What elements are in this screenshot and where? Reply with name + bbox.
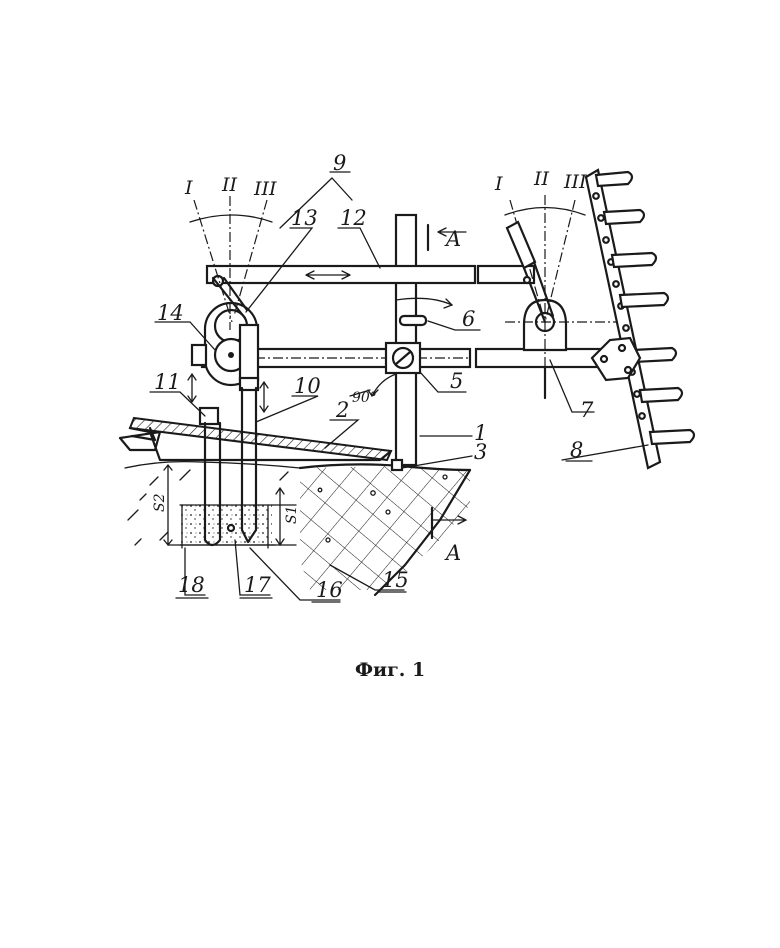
- part-label-11: 11: [154, 370, 181, 394]
- part-label-6: 6: [462, 307, 475, 331]
- detail-position-label-2: II: [533, 168, 550, 190]
- seed-furrow: [168, 505, 275, 548]
- detail-position-label-3: III: [563, 171, 587, 193]
- part-label-12: 12: [340, 206, 367, 230]
- part-label-16: 16: [316, 578, 343, 602]
- position-label-1: I: [184, 177, 193, 199]
- section-mark-bottom: A: [444, 541, 461, 565]
- part-label-14: 14: [157, 301, 184, 325]
- roller-housing: [192, 278, 258, 385]
- part-label-15: 15: [382, 568, 409, 592]
- right-position-labels: I II III: [494, 168, 587, 195]
- clamp-block: [386, 343, 420, 373]
- part-label-2: 2: [335, 398, 349, 422]
- section-mark-top: A: [444, 227, 461, 251]
- part-label-9: 9: [333, 151, 346, 175]
- part-label-3: 3: [474, 440, 487, 464]
- part-label-13: 13: [291, 206, 318, 230]
- part-label-10: 10: [294, 374, 321, 398]
- position-label-2: II: [221, 174, 238, 196]
- angle-label: 90°: [352, 390, 377, 406]
- figure-caption: Фиг. 1: [355, 659, 425, 681]
- detail-position-label-1: I: [494, 173, 503, 195]
- part-label-5: 5: [450, 369, 463, 393]
- part-label-8: 8: [570, 438, 583, 462]
- part-label-7: 7: [580, 398, 594, 422]
- gap-label-s1: S1: [284, 506, 300, 525]
- gap-label-s2: S2: [152, 493, 168, 512]
- position-label-3: III: [253, 178, 277, 200]
- right-detail: [505, 170, 694, 468]
- part-label-18: 18: [178, 573, 205, 597]
- soil-layer: [125, 462, 470, 595]
- top-rail: [207, 266, 534, 286]
- part-label-17: 17: [244, 573, 271, 597]
